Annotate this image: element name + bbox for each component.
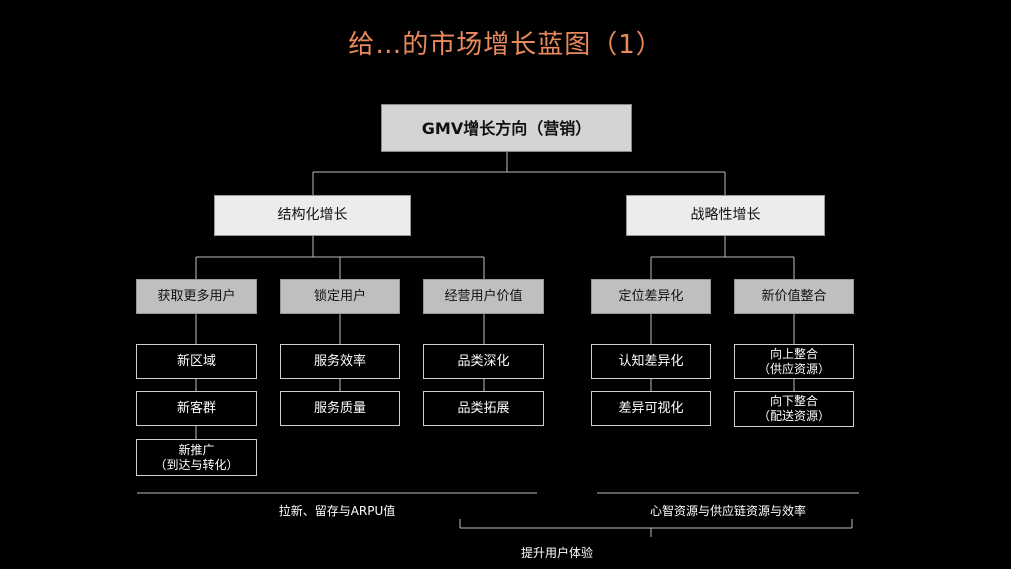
category-lock-users: 锁定用户 [280, 279, 400, 314]
leaf-label: 向下整合 [769, 394, 818, 408]
leaf-new-region: 新区域 [136, 344, 257, 379]
category-label: 锁定用户 [313, 289, 366, 304]
leaf-label: 新区域 [176, 354, 216, 369]
leaf-label: 新推广 [178, 442, 215, 457]
category-label: 获取更多用户 [157, 289, 236, 304]
leaf-label: 品类深化 [457, 354, 510, 369]
category-acquire-users: 获取更多用户 [136, 279, 257, 314]
leaf-cognitive-differentiation: 认知差异化 [591, 344, 711, 379]
category-label: 经营用户价值 [444, 289, 523, 304]
leaf-service-efficiency: 服务效率 [280, 344, 400, 379]
leaf-category-deepen: 品类深化 [423, 344, 544, 379]
leaf-label: 认知差异化 [618, 354, 684, 369]
category-differentiation: 定位差异化 [591, 279, 711, 314]
leaf-label: 服务质量 [313, 401, 366, 416]
leaf-downward-integration: 向下整合 （配送资源） [734, 391, 854, 427]
branch-strategic-growth: 战略性增长 [626, 195, 825, 236]
category-label: 新价值整合 [761, 289, 827, 304]
category-user-value: 经营用户价值 [423, 279, 544, 314]
category-value-integration: 新价值整合 [734, 279, 854, 314]
leaf-label: 服务效率 [313, 354, 366, 369]
caption-bottom: 提升用户体验 [520, 546, 593, 560]
leaf-new-segment: 新客群 [136, 391, 257, 426]
root-node: GMV增长方向（营销） [381, 104, 632, 152]
leaf-sublabel: （配送资源） [757, 409, 830, 423]
branch-structural-growth: 结构化增长 [214, 195, 411, 236]
leaf-category-expand: 品类拓展 [423, 391, 544, 426]
leaf-new-promotion: 新推广 （到达与转化） [136, 439, 257, 476]
caption-left: 拉新、留存与ARPU值 [278, 504, 396, 518]
root-node-label: GMV增长方向（营销） [421, 118, 592, 138]
leaf-visible-differentiation: 差异可视化 [591, 391, 711, 426]
page-title: 给…的市场增长蓝图（1） [348, 30, 663, 60]
caption-right: 心智资源与供应链资源与效率 [649, 504, 806, 518]
leaf-sublabel: （供应资源） [757, 361, 830, 376]
branch-label: 战略性增长 [690, 207, 761, 223]
leaf-sublabel: （到达与转化） [154, 457, 239, 472]
leaf-service-quality: 服务质量 [280, 391, 400, 426]
leaf-label: 新客群 [176, 401, 216, 416]
branch-label: 结构化增长 [277, 207, 348, 223]
leaf-label: 品类拓展 [457, 401, 510, 416]
leaf-upward-integration: 向上整合 （供应资源） [734, 344, 854, 379]
category-label: 定位差异化 [618, 289, 684, 304]
leaf-label: 差异可视化 [618, 401, 684, 416]
leaf-label: 向上整合 [769, 346, 818, 361]
